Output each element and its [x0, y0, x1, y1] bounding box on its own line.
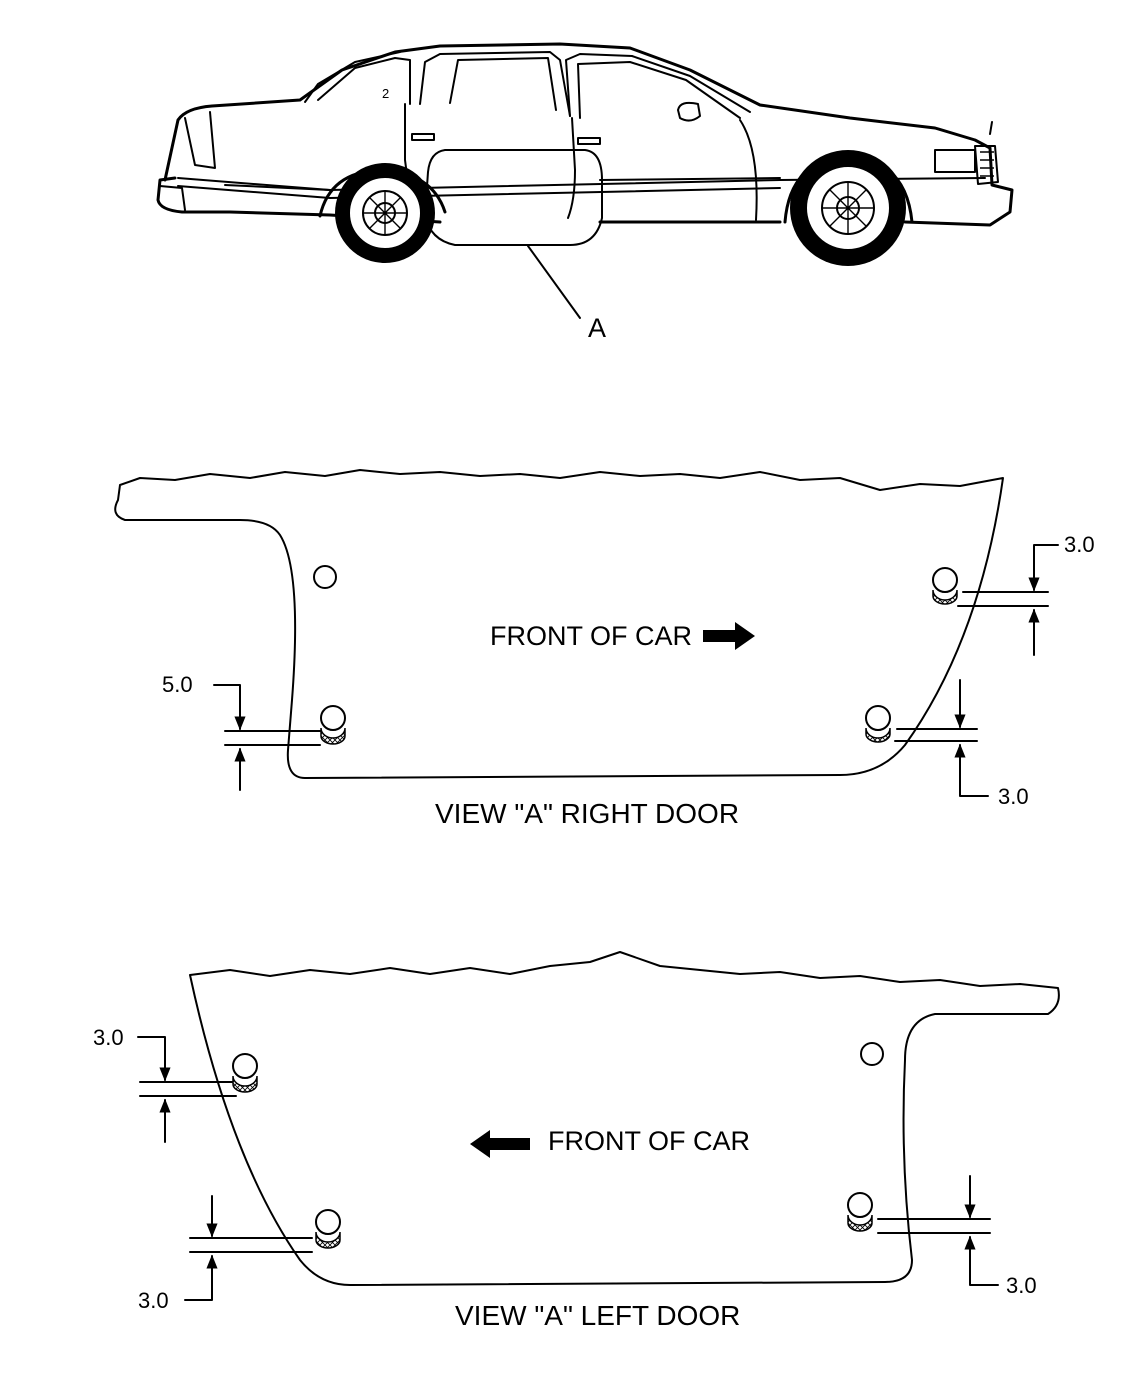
left-door-caption: VIEW "A" LEFT DOOR — [455, 1300, 740, 1331]
right-door-view — [114, 469, 1059, 797]
dimension-lower-rear — [213, 684, 321, 791]
clip-fastener-icon — [932, 567, 958, 605]
dim-label-lower-rear: 5.0 — [162, 672, 193, 697]
clip-fastener-icon — [232, 1053, 258, 1093]
arrow-right-icon — [703, 622, 755, 650]
dim-label-lower-rear: 3.0 — [138, 1288, 169, 1313]
dimension-lower-front — [894, 679, 989, 797]
clip-hole-icon — [313, 565, 337, 589]
dimension-lower-rear — [184, 1195, 313, 1301]
svg-text:2: 2 — [382, 86, 389, 101]
clip-fastener-icon — [315, 1209, 341, 1249]
dimension-lower-front — [877, 1175, 999, 1286]
clip-fastener-icon — [847, 1192, 873, 1232]
front-of-car-label: FRONT OF CAR — [490, 621, 692, 651]
left-door-panel-outline — [189, 951, 1060, 1286]
dimension-upper-front — [957, 544, 1059, 656]
clip-fastener-icon — [865, 705, 891, 743]
car-side-view-illustration: 2 — [156, 42, 1014, 319]
clip-fastener-icon — [320, 705, 346, 745]
dim-label-upper-rear: 3.0 — [93, 1025, 124, 1050]
arrow-left-icon — [470, 1130, 530, 1158]
dim-label-lower-front: 3.0 — [1006, 1273, 1037, 1298]
right-door-caption: VIEW "A" RIGHT DOOR — [435, 798, 739, 829]
dim-label-lower-front: 3.0 — [998, 784, 1029, 809]
left-door-view — [137, 951, 1060, 1301]
right-door-panel-outline — [114, 469, 1004, 779]
dimension-upper-rear — [137, 1036, 237, 1143]
dim-label-upper-front: 3.0 — [1064, 532, 1095, 557]
clip-hole-icon — [860, 1042, 884, 1066]
front-of-car-label: FRONT OF CAR — [548, 1126, 750, 1156]
callout-label-a: A — [588, 313, 606, 343]
